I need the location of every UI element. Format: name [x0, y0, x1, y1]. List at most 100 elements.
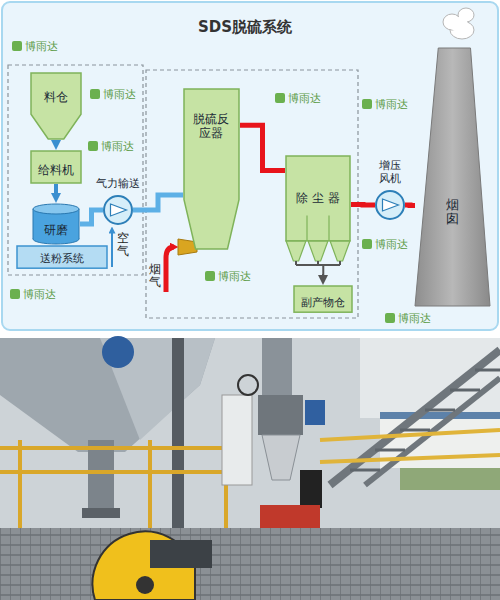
label-holder: 博雨达	[10, 288, 56, 301]
valve-handwheel	[238, 375, 258, 395]
flue-duct	[240, 125, 285, 170]
fan-hub	[136, 576, 154, 594]
yellow-railing	[0, 470, 230, 474]
node-text: 副产物仓	[301, 296, 345, 309]
photo-background	[0, 338, 500, 600]
node-text: 给料机	[38, 163, 74, 177]
watermark: 博雨达	[385, 312, 431, 325]
watermark: 博雨达	[90, 88, 136, 101]
watermark: 博雨达	[205, 270, 251, 283]
blue-motor	[102, 336, 134, 368]
reactor-vessel: 脱硫反应器	[183, 88, 240, 250]
label-holder: 博雨达	[362, 238, 408, 251]
watermark: 博雨达	[362, 98, 408, 111]
fan-casing	[104, 196, 132, 224]
node-shape	[103, 195, 133, 225]
label-holder: 博雨达	[88, 140, 134, 153]
black-motor	[300, 470, 322, 508]
fan-casing	[376, 191, 404, 219]
byproduct-bin: 副产物仓	[293, 285, 353, 313]
site-photo	[0, 336, 500, 600]
yellow-railing	[320, 455, 500, 462]
watermark: 博雨达	[88, 140, 134, 153]
label-holder: 博雨达	[385, 312, 431, 325]
watermark: 博雨达	[275, 92, 321, 105]
diagram-title: SDS脱硫系统	[198, 18, 292, 37]
node-text: 增压风机	[378, 159, 401, 185]
discharge-pipe	[88, 440, 114, 515]
smoke-puff	[443, 8, 474, 39]
collector-hopper	[308, 241, 328, 261]
grating-floor	[0, 528, 500, 600]
powder-pipe	[80, 210, 103, 224]
fan-symbol	[111, 204, 127, 216]
chamber-divider	[328, 216, 329, 241]
label-holder: 空气	[117, 232, 129, 258]
box-outline	[294, 286, 352, 312]
watermark: 博雨达	[362, 238, 408, 251]
reactor-outline	[184, 89, 239, 249]
chimney-stack: 烟囱	[415, 48, 490, 306]
node-text: 除 尘 器	[296, 191, 340, 205]
label-holder: 博雨达	[12, 40, 58, 53]
collector-body	[286, 156, 350, 241]
label-holder: 博雨达	[275, 92, 321, 105]
label-holder: 博雨达	[362, 98, 408, 111]
air-label: 空气	[117, 232, 129, 258]
node-text: 气力输送	[96, 177, 140, 190]
cylinder-side	[33, 209, 34, 239]
flue-duct	[351, 202, 375, 208]
dust-collector: 除 尘 器	[285, 155, 351, 265]
railing-post	[18, 440, 22, 530]
rotary-valve	[258, 395, 303, 435]
node-shape	[30, 72, 82, 140]
feed-arrow	[54, 184, 58, 197]
hopper-outline	[31, 73, 81, 139]
label-holder: 博雨达	[205, 270, 251, 283]
air-inlet-line	[111, 230, 113, 267]
node-shape	[415, 48, 490, 306]
cylinder-side	[79, 209, 80, 239]
node-shape	[375, 190, 405, 220]
yellow-railing	[0, 446, 230, 450]
steel-column	[172, 338, 184, 538]
control-cabinet	[222, 395, 252, 485]
valve-motor	[305, 400, 325, 425]
watermark: 博雨达	[10, 288, 56, 301]
discharge-arrow	[322, 265, 324, 279]
node-text: 烟囱	[446, 198, 459, 227]
label-holder: 博雨达	[90, 88, 136, 101]
chamber-divider	[306, 216, 307, 241]
diagram-panel	[2, 2, 498, 330]
node-text: 脱硫反应器	[192, 112, 230, 141]
node-shape	[285, 155, 351, 265]
stair-stringer	[330, 350, 500, 485]
mill-cylinder: 研磨	[32, 203, 80, 245]
collector-hopper	[330, 241, 350, 261]
collector-hopper	[286, 241, 306, 261]
fan-symbol	[383, 199, 399, 211]
conveying-fan: 气力输送	[103, 195, 133, 225]
feed-pipe	[262, 338, 292, 398]
node-text: 送粉系统	[40, 252, 84, 265]
yellow-railing	[320, 430, 500, 440]
flue-duct	[405, 203, 415, 208]
cylinder-top	[33, 204, 79, 214]
silo-hopper: 料仓	[30, 72, 82, 140]
powder-pipe	[133, 195, 183, 210]
title-holder: SDS脱硫系统	[0, 17, 490, 37]
flue-gas-arrow	[166, 247, 174, 292]
feeder-box: 给料机	[30, 150, 82, 184]
railing-post	[148, 440, 152, 530]
smoke-cloud	[448, 17, 468, 31]
watermark: 博雨达	[12, 40, 58, 53]
fan-motor	[150, 540, 212, 568]
building-roof	[380, 412, 500, 419]
red-base	[260, 505, 320, 530]
feed-arrow	[54, 140, 58, 144]
booster-fan: 增压风机	[375, 190, 405, 220]
flue-gas-label: 烟气	[149, 263, 161, 289]
feed-group-outline	[8, 65, 143, 275]
